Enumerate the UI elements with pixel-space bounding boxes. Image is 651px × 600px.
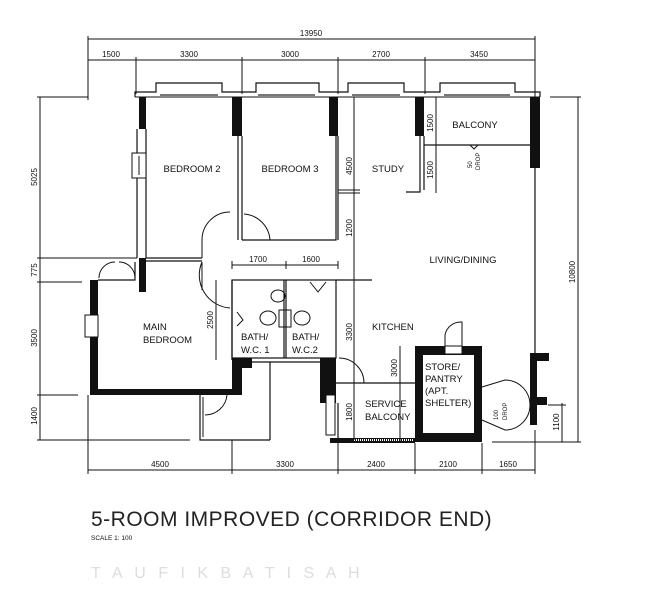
room-store: STORE/	[425, 362, 461, 373]
dim-bottom: 2400	[367, 460, 385, 469]
dim-store: 3000	[390, 359, 399, 377]
dim-bottom: 2100	[439, 460, 457, 469]
inner-dimensions: 1700 1600 4500 1200 1500 1500 2500 3300 …	[206, 97, 437, 442]
dim-overall-width: 13950	[300, 29, 323, 38]
room-bedroom-3: BEDROOM 3	[261, 164, 318, 175]
dim-bottom: 1650	[499, 460, 517, 469]
room-service-balcony: BALCONY	[365, 412, 411, 423]
room-service-balcony: SERVICE	[365, 399, 407, 410]
dim-corridor: 1200	[345, 219, 354, 237]
room-bath-2: W.C.2	[292, 345, 318, 356]
dim-bottom: 3300	[276, 460, 294, 469]
room-bath-1: W.C. 1	[241, 345, 270, 356]
dim-kitchen: 3300	[345, 323, 354, 341]
plan-scale: SCALE 1: 100	[91, 535, 133, 542]
dim-left: 3500	[30, 329, 39, 347]
dim-top: 2700	[372, 50, 390, 59]
dim-left: 1400	[30, 407, 39, 425]
room-study: STUDY	[372, 164, 405, 175]
facade	[134, 82, 541, 98]
dim-study: 4500	[345, 157, 354, 175]
dim-top: 3450	[470, 50, 488, 59]
dim-balcony: 1500	[426, 161, 435, 179]
dim-top: 1500	[102, 50, 120, 59]
room-bath-2: BATH/	[292, 332, 320, 343]
drop-100-label: DROP	[503, 403, 509, 420]
walls: 100 DROP 50 DROP	[84, 97, 549, 443]
dim-left: 775	[30, 263, 39, 277]
room-main-bedroom: BEDROOM	[143, 335, 192, 346]
watermark: T A U F I K B A T I S A H	[91, 565, 364, 582]
dim-top: 3000	[281, 50, 299, 59]
left-dimensions: 5025 775 3500 1400	[30, 96, 190, 441]
dim-service: 1800	[345, 403, 354, 421]
room-living-dining: LIVING/DINING	[429, 255, 496, 266]
room-balcony: BALCONY	[452, 120, 498, 131]
dim-top: 3300	[180, 50, 198, 59]
room-kitchen: KITCHEN	[372, 322, 414, 333]
dim-bath-height: 2500	[206, 311, 215, 329]
dim-overall-height: 10800	[568, 260, 577, 283]
drop-50-label: DROP	[476, 153, 482, 170]
room-labels: BEDROOM 2 BEDROOM 3 STUDY BALCONY LIVING…	[143, 120, 498, 423]
drop-50-label: 50	[468, 161, 474, 168]
plan-title: 5-ROOM IMPROVED (CORRIDOR END)	[91, 508, 492, 531]
room-store: (APT.	[425, 386, 448, 397]
room-main-bedroom: MAIN	[143, 322, 167, 333]
room-bedroom-2: BEDROOM 2	[163, 164, 220, 175]
dim-right-small: 1100	[552, 413, 561, 431]
top-dimensions: 13950 1500 3300 3000 2700 3450	[87, 29, 536, 100]
dim-balcony: 1500	[426, 114, 435, 132]
dim-bath2: 1600	[302, 255, 320, 264]
dim-bath1: 1700	[249, 255, 267, 264]
room-store: SHELTER)	[425, 398, 471, 409]
dim-left: 5025	[30, 168, 39, 186]
room-store: PANTRY	[425, 374, 463, 385]
right-dimensions: 10800 1100	[492, 96, 581, 443]
drop-100-label: 100	[494, 409, 500, 420]
dim-bottom: 4500	[151, 460, 169, 469]
bottom-dimensions: 4500 3300 2400 2100 1650	[87, 395, 536, 474]
room-bath-1: BATH/	[241, 332, 269, 343]
